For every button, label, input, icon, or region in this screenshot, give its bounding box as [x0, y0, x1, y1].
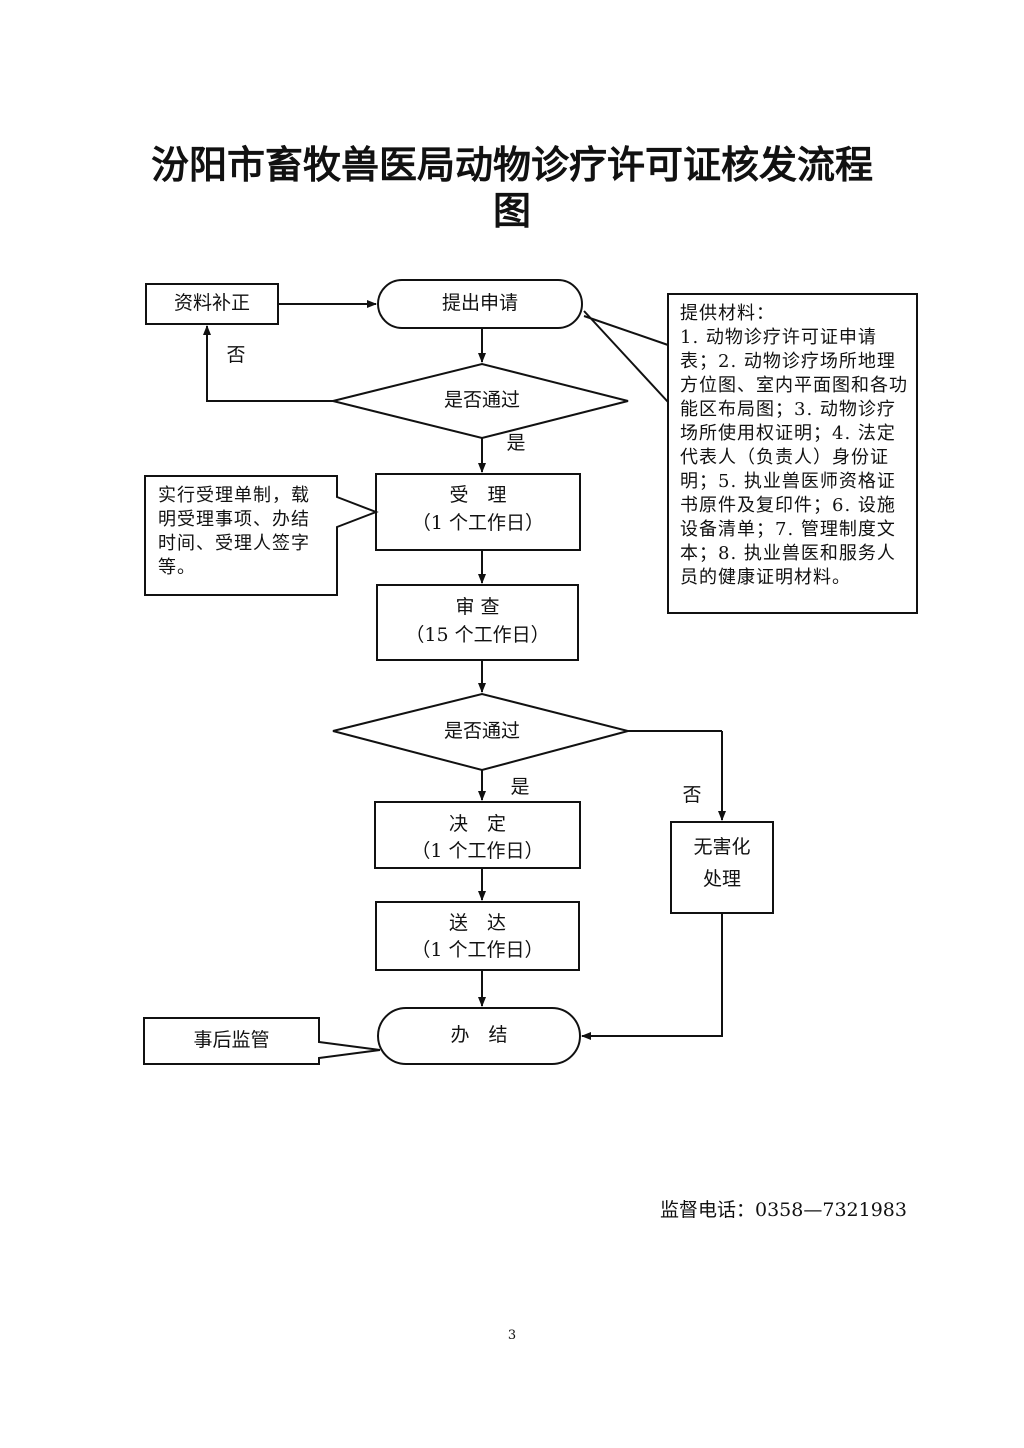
finish-label: 办 结 [450, 1024, 508, 1046]
review-box [376, 584, 579, 661]
review-name: 审 查 [455, 596, 500, 618]
decide-box [374, 801, 581, 869]
materials-note: 提供材料： 1. 动物诊疗许可证申请表；2. 动物诊疗场所地理方位图、室内平面图… [680, 302, 908, 590]
accept-days: （1 个工作日） [411, 512, 545, 534]
check1-label: 是否通过 [443, 389, 520, 411]
acceptance-callout [144, 475, 379, 596]
decide-name: 决 定 [448, 813, 506, 835]
harmless-label-1: 无害化 [693, 836, 751, 858]
edge-label-no-2: 否 [682, 784, 702, 806]
materials-body: 1. 动物诊疗许可证申请表；2. 动物诊疗场所地理方位图、室内平面图和各功能区布… [680, 327, 908, 588]
supplement-label: 资料补正 [173, 292, 250, 314]
acceptance-note: 实行受理单制，载明受理事项、办结时间、受理人签字等。 [158, 485, 310, 578]
apply-label: 提出申请 [441, 292, 518, 314]
check1-diamond [332, 362, 629, 440]
materials-connector [583, 310, 669, 403]
supervise-callout [143, 1017, 381, 1065]
supervise-label: 事后监管 [193, 1029, 270, 1051]
title-line-2: 图 [492, 188, 531, 233]
check2-label: 是否通过 [443, 720, 520, 742]
review-days: （15 个工作日） [405, 624, 550, 646]
materials-title: 提供材料： [680, 303, 775, 324]
edge-label-yes-1: 是 [506, 432, 526, 454]
edge-label-yes-2: 是 [510, 776, 530, 798]
harmless-label-2: 处理 [702, 868, 741, 890]
deliver-name: 送 达 [448, 912, 506, 934]
page-title: 汾阳市畜牧兽医局动物诊疗许可证核发流程 图 [0, 142, 1024, 234]
materials-box [667, 293, 918, 614]
deliver-days: （1 个工作日） [411, 939, 544, 961]
accept-name: 受 理 [449, 484, 507, 506]
apply-terminal [377, 279, 583, 329]
materials-connector-2 [583, 315, 669, 346]
page-number: 3 [507, 1328, 517, 1343]
title-line-1: 汾阳市畜牧兽医局动物诊疗许可证核发流程 [150, 142, 873, 187]
supervision-hotline: 监督电话：0358—7321983 [660, 1199, 907, 1221]
decide-days: （1 个工作日） [411, 840, 544, 862]
edge-check1-no [203, 325, 333, 402]
deliver-box [375, 901, 580, 971]
edge-label-no-1: 否 [226, 344, 246, 366]
edge-harmless-finish [581, 913, 723, 1040]
finish-terminal [377, 1007, 581, 1065]
